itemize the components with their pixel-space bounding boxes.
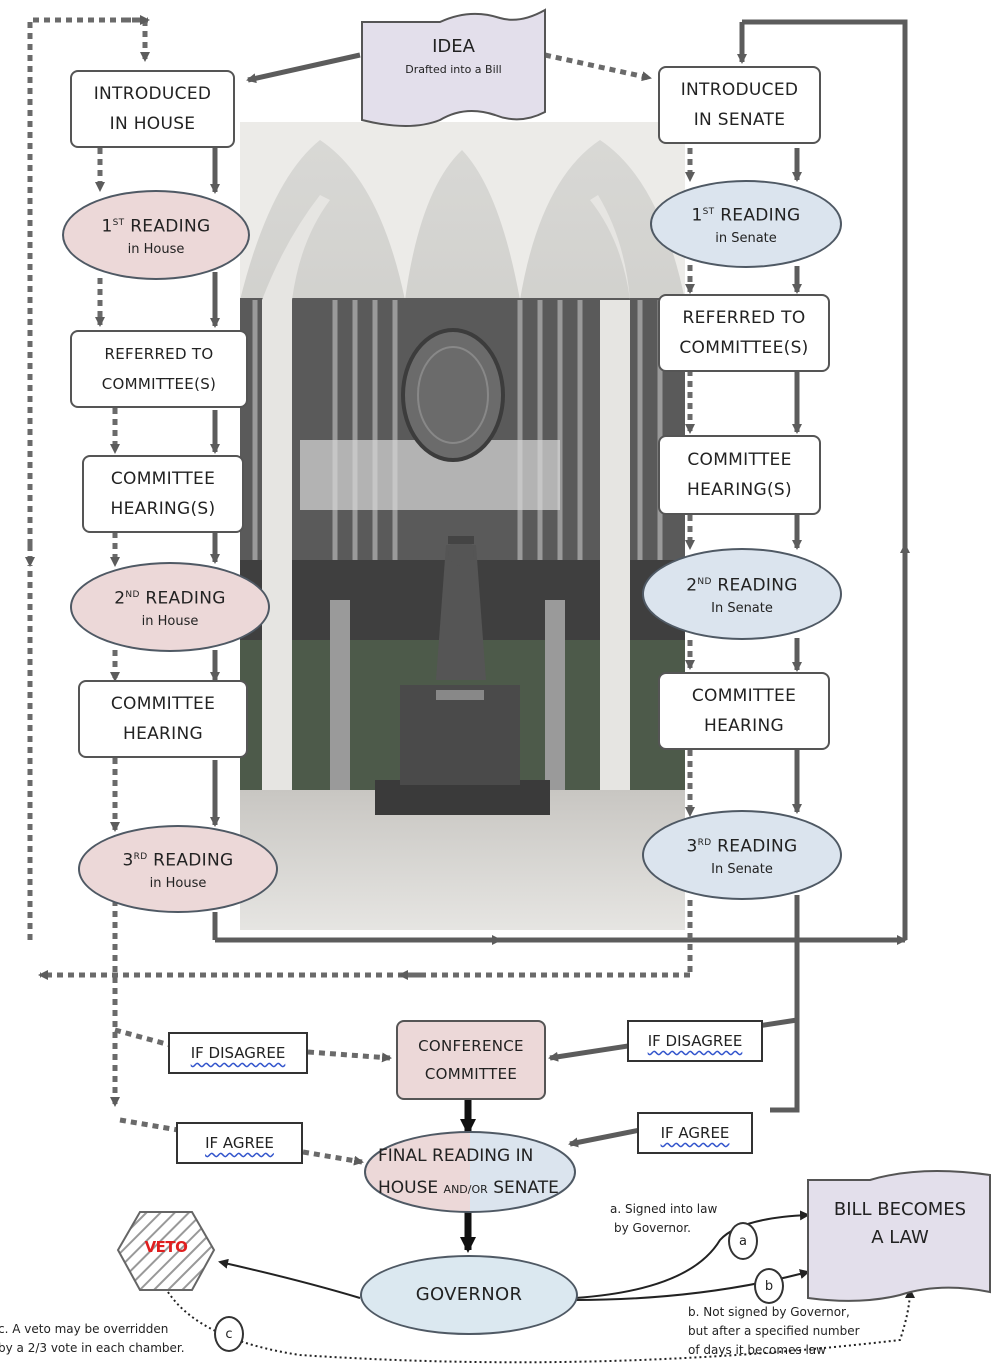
introduced-in-senate: INTRODUCED IN SENATE [658,66,821,144]
conference-line1: CONFERENCE [418,1037,524,1055]
introduced-in-house-line2: IN HOUSE [109,114,196,134]
note-b: b. Not signed by Governor, but after a s… [688,1303,860,1360]
arrowheads-extra [485,543,910,945]
bill-law-line2: A LAW [871,1227,929,1248]
final-reading-andor: AND/OR [443,1183,488,1196]
note-b-line3: of days it becomes law [688,1343,826,1357]
note-a-line2: by Governor. [614,1221,691,1235]
if-agree-text-house: IF AGREE [205,1134,274,1152]
house-first-reading-title: 1ST READING [101,216,211,237]
senate-first-reading-title: 1ST READING [691,205,801,226]
senate-committee-hearing: COMMITTEE HEARING [658,672,830,750]
final-reading-text: FINAL READING IN HOUSE AND/OR SENATE [372,1140,582,1206]
house-referred-line1: REFERRED TO [104,345,214,363]
dotted-arrows [25,15,695,1166]
house-committee-hearing: COMMITTEE HEARING [78,680,248,758]
house-committee-hearings: COMMITTEE HEARING(S) [82,455,244,533]
house-third-reading-sub: in House [149,875,207,891]
house-first-reading: 1ST READING in House [62,190,250,280]
house-referred-committee: REFERRED TO COMMITTEE(S) [70,330,248,408]
if-disagree-text-house: IF DISAGREE [190,1044,286,1062]
bill-law-banner [807,1170,991,1302]
governor-label: GOVERNOR [415,1284,523,1305]
house-hearings-line2: HEARING(S) [110,499,216,519]
circle-b-marker: b [754,1268,784,1304]
senate-second-reading-title: 2ND READING [686,575,798,596]
circle-c-marker: c [214,1316,244,1352]
senate-referred-committee: REFERRED TO COMMITTEE(S) [658,294,830,372]
bill-becomes-law: BILL BECOMES A LAW [812,1196,988,1252]
governor-node: GOVERNOR [360,1255,578,1335]
conference-line2: COMMITTEE [424,1065,518,1083]
final-reading-senate: SENATE [493,1178,559,1198]
note-b-line1: b. Not signed by Governor, [688,1305,850,1319]
introduced-in-senate-line2: IN SENATE [693,110,786,130]
senate-hearing-line2: HEARING [704,716,784,736]
senate-third-reading: 3RD READING In Senate [642,810,842,900]
house-third-reading: 3RD READING in House [78,825,278,913]
final-reading-border [364,1131,576,1213]
note-a-line1: a. Signed into law [610,1202,718,1216]
bill-law-line1: BILL BECOMES [833,1199,967,1220]
note-b-line2: but after a specified number [688,1324,860,1338]
senate-first-reading-sub: in Senate [715,230,777,246]
idea-banner [361,8,546,127]
house-first-reading-sub: in House [127,241,185,257]
if-agree-label-house: IF AGREE [176,1122,303,1164]
capitol-statue-photo [240,122,685,930]
senate-hearings-line1: COMMITTEE [687,450,792,470]
note-c-line2: by a 2/3 vote in each chamber. [0,1341,185,1355]
final-reading-line1: FINAL READING IN [378,1146,534,1166]
if-disagree-label-house: IF DISAGREE [168,1032,308,1074]
if-agree-label-senate: IF AGREE [637,1112,753,1154]
if-agree-text-senate: IF AGREE [660,1124,730,1142]
solid-arrows [210,19,908,1148]
house-second-reading-title: 2ND READING [114,588,226,609]
idea-title: IDEA [432,36,475,57]
house-second-reading: 2ND READING in House [70,562,270,652]
senate-second-reading: 2ND READING In Senate [642,548,842,640]
senate-referred-line2: COMMITTEE(S) [679,338,809,358]
note-c: c. A veto may be overridden by a 2/3 vot… [0,1320,185,1358]
senate-second-reading-sub: In Senate [711,600,773,616]
introduced-in-senate-line1: INTRODUCED [680,80,799,100]
final-reading-house: HOUSE [378,1178,439,1198]
house-hearing-line2: HEARING [123,724,203,744]
introduced-in-house: INTRODUCED IN HOUSE [70,70,235,148]
idea-subtitle: Drafted into a Bill [405,63,502,76]
senate-hearing-line1: COMMITTEE [691,686,797,706]
note-c-line1: c. A veto may be overridden [0,1322,169,1336]
senate-referred-line1: REFERRED TO [682,308,806,328]
senate-third-reading-title: 3RD READING [686,836,798,857]
introduced-in-house-line1: INTRODUCED [93,84,212,104]
senate-committee-hearings: COMMITTEE HEARING(S) [658,435,821,515]
conference-committee: CONFERENCE COMMITTEE [396,1020,546,1100]
senate-third-reading-sub: In Senate [711,861,773,877]
house-second-reading-sub: in House [141,613,199,629]
house-hearings-line1: COMMITTEE [110,469,216,489]
if-disagree-label-senate: IF DISAGREE [627,1020,763,1062]
senate-hearings-line2: HEARING(S) [687,480,792,500]
circle-a-marker: a [728,1222,758,1260]
idea-node: IDEA Drafted into a Bill [362,32,545,78]
house-hearing-line1: COMMITTEE [110,694,216,714]
house-third-reading-title: 3RD READING [122,850,234,871]
note-a: a. Signed into law by Governor. [610,1200,717,1238]
final-reading-line2: HOUSE AND/OR SENATE [372,1172,582,1206]
if-disagree-text-senate: IF DISAGREE [647,1032,743,1050]
veto-hexagon [116,1211,216,1291]
senate-first-reading: 1ST READING in Senate [650,180,842,268]
house-referred-line2: COMMITTEE(S) [101,375,217,393]
veto-label: VETO [144,1238,188,1256]
